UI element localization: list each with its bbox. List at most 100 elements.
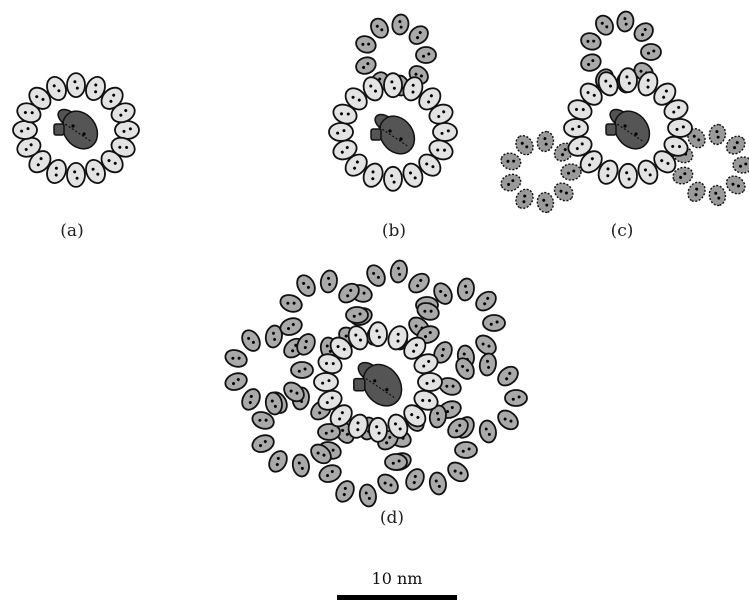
panel-d-satellite-ring-subunit (296, 333, 316, 356)
panel-d-ring-subunit (413, 353, 439, 375)
panel-c-ring-subunit (579, 82, 603, 106)
panel-d-satellite-ring-subunit (497, 409, 519, 431)
panel-d-satellite-ring-subunit (345, 306, 369, 324)
panel-d-satellite-ring-subunit (296, 274, 316, 297)
panel-c-satellite-ring-left-subunit (536, 191, 555, 214)
panel-d-ring-subunit (368, 416, 388, 443)
panel-c-satellite-ring-right-subunit (708, 123, 727, 146)
panel-d-satellite-ring-subunit (291, 453, 310, 478)
panel-c-satellite-ring-top-subunit (640, 43, 662, 61)
panel-d-satellite-ring-subunit (279, 317, 303, 336)
panel-c-ring-subunit (667, 118, 693, 138)
panel-a-core (53, 108, 99, 150)
panel-c-satellite-ring-right-subunit (732, 156, 749, 174)
panel-d-satellite-ring-subunit (241, 329, 261, 352)
panel-b-ring-subunit (418, 87, 442, 111)
panel-d-satellite-ring-subunit (310, 443, 332, 465)
panel-c-ring-subunit (567, 135, 593, 157)
panel-d-satellite-ring-subunit (283, 381, 305, 403)
panel-a-ring-subunit (66, 72, 86, 98)
panel-d-satellite-ring-subunit (251, 411, 275, 430)
panel-b-ring-subunit (328, 122, 354, 142)
panel-c-satellite-ring-top-subunit (633, 22, 654, 42)
panel-c-caption: (c) (611, 221, 634, 241)
panel-c-ring-subunit (653, 82, 677, 106)
panel-d-satellite-ring-subunit (454, 441, 478, 459)
panel-c-satellite-ring-top-subunit (580, 53, 602, 72)
panel-d-ring-subunit (387, 413, 409, 439)
panel-c-satellite-ring-right-subunit (687, 181, 706, 203)
panel-a-ring-subunit (28, 86, 52, 110)
panel-a-caption: (a) (60, 221, 83, 241)
panel-d-satellite-ring-subunit (366, 264, 386, 287)
panel-d-satellite-ring-subunit (475, 334, 497, 356)
panel-d-satellite-ring-subunit (405, 468, 425, 491)
panel-b-ring-subunit (432, 122, 458, 142)
panel-b-satellite-ring-subunit (355, 56, 377, 75)
panel-a-ring (12, 72, 140, 188)
panel-d-ring-subunit (317, 353, 343, 375)
panel-c-ring-subunit (637, 71, 659, 97)
panel-d-ring-subunit (413, 389, 439, 411)
panel-d-satellite-ring-subunit (318, 464, 342, 483)
panel-d-ring-subunit (313, 372, 339, 392)
panel-b-ring-subunit (402, 76, 424, 102)
panel-c-ring-subunit (637, 159, 659, 185)
panel-d-ring-subunit (387, 325, 409, 351)
panel-d-satellite-ring-subunit (279, 294, 303, 313)
panel-c-satellite-ring-right-subunit (672, 166, 694, 185)
panel-b-caption: (b) (382, 221, 406, 241)
panel-d-satellite-ring-subunit (317, 423, 341, 441)
panel-c-ring-subunit (663, 135, 689, 157)
panel-d-satellite-ring-subunit (447, 461, 469, 483)
panel-d-ring-subunit (368, 321, 388, 348)
panel-b-satellite-ring-subunit (415, 46, 437, 64)
panel-c-ring-subunit (579, 150, 603, 174)
panel-c-ring (563, 67, 693, 189)
panel-c-satellite-ring-right-subunit (725, 175, 746, 195)
panel-c-satellite-ring-left-subunit (553, 182, 574, 202)
panel-d-ring-subunit (403, 336, 427, 360)
panel-d-ring-subunit (347, 325, 369, 351)
panel-d-satellite-ring-subunit (358, 483, 377, 508)
panel-d-ring-subunit (347, 413, 369, 439)
panel-d-core (353, 361, 403, 407)
panel-d-satellite-ring-subunit (290, 361, 314, 379)
panel-c-satellite-ring-left-subunit (500, 173, 522, 192)
panel-c-satellite-ring-left-subunit (560, 163, 582, 181)
panel-c-satellite-ring-top-subunit (595, 14, 614, 36)
panel-d-satellite-ring-subunit (455, 357, 475, 380)
panel-b-satellite-ring-subunit (408, 25, 429, 45)
panel-d-satellite-ring-subunit (335, 480, 355, 503)
panel-b-ring-subunit (362, 76, 384, 102)
panel-d-satellite-ring-subunit (504, 389, 528, 407)
panel-d-satellite-ring-subunit (377, 473, 399, 495)
panel-d-satellite-ring-subunit (384, 453, 408, 471)
panel-c-ring-subunit (653, 150, 677, 174)
panel-d-satellite-ring-subunit (224, 372, 248, 391)
scale-bar (337, 595, 457, 600)
panel-d-satellite-ring-subunit (338, 282, 360, 304)
panel-d-satellite-ring-subunit (241, 388, 261, 411)
panel-b-ring-subunit (344, 153, 368, 177)
panel-d-satellite-ring-subunit (482, 314, 506, 332)
panel-d-satellite-ring-subunit (389, 259, 408, 284)
panel-d-ring-subunit (417, 372, 443, 392)
panel-d-satellite-ring-subunit (428, 404, 447, 429)
panel-c-ring-subunit (597, 71, 619, 97)
panel-d-satellite-ring-subunit (475, 290, 497, 312)
panel-a-ring-subunit (66, 161, 86, 188)
panel-d-satellite-ring-subunit (416, 302, 440, 321)
panel-d-ring (313, 321, 443, 443)
panel-d-satellite-ring-subunit (478, 419, 497, 444)
panel-b-ring-subunit (344, 87, 368, 111)
panel-b-ring-subunit (428, 103, 454, 125)
panel-b-core (370, 113, 416, 155)
panel-d-satellite-ring-subunit (497, 365, 519, 387)
diagram-drawing (12, 10, 749, 508)
panel-a-ring-subunit (110, 136, 136, 158)
panel-d-satellite-ring-subunit (264, 324, 283, 349)
panel-d-satellite-ring-subunit (251, 434, 275, 453)
panel-c-ring-subunit (618, 67, 638, 94)
